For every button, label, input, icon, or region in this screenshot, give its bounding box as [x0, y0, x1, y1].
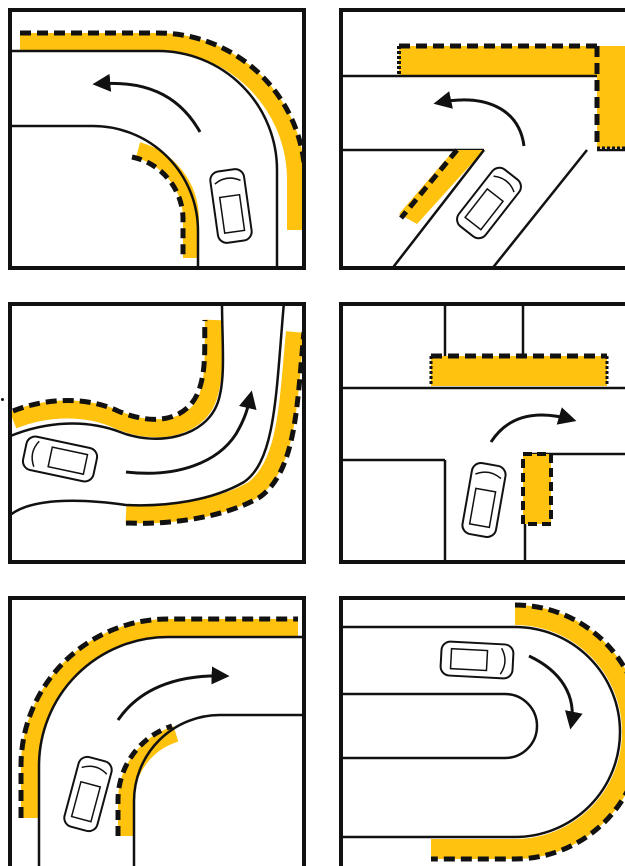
direction-arrow	[433, 91, 526, 147]
car-icon	[461, 462, 507, 538]
road-edge-outer	[8, 49, 279, 270]
panel-right-turn	[339, 302, 625, 564]
curb-side	[523, 454, 551, 524]
curb-corner	[597, 46, 625, 148]
curb-outer-dashes	[18, 616, 298, 818]
panel-right-curve	[8, 596, 306, 866]
road-edge-lower	[8, 302, 286, 518]
curb-outer	[21, 619, 298, 818]
direction-arrow	[116, 666, 230, 721]
car-icon	[209, 168, 253, 244]
road-edge-outer	[37, 635, 306, 866]
car-icon	[439, 640, 515, 680]
curb-inner	[118, 726, 179, 836]
stray-dot	[1, 398, 4, 401]
curb-top	[399, 46, 599, 76]
curb-upper	[9, 319, 223, 438]
panel-left-turn	[339, 8, 625, 270]
curb-upper-dashes	[12, 319, 208, 422]
curb-left-diagonal	[399, 150, 484, 224]
road-edge-inner	[8, 124, 200, 270]
road-edge-diag-left	[390, 149, 485, 270]
curb-outer	[20, 33, 305, 230]
panel-s-curve	[8, 302, 306, 564]
curb-outer-dashes	[20, 30, 306, 230]
direction-arrow	[92, 73, 202, 133]
curb-outer-dashes	[431, 602, 625, 862]
road-edge-diag-right	[490, 149, 588, 270]
road-edge-upper	[8, 302, 225, 440]
car-icon	[63, 755, 113, 833]
car-icon	[456, 166, 522, 240]
curb-inner	[135, 142, 199, 258]
direction-arrow	[125, 390, 257, 475]
direction-arrow	[489, 407, 577, 443]
curb-inner-dashes	[131, 154, 186, 258]
car-icon	[21, 435, 99, 483]
road-edge-inner	[339, 692, 539, 760]
curb-top	[431, 356, 607, 386]
curb-inner-dashes	[115, 723, 173, 836]
road-edge-inner	[132, 713, 306, 866]
curb-lower	[125, 331, 304, 524]
road-edge-outer	[339, 625, 622, 839]
panel-left-curve	[8, 8, 306, 270]
curb-outer	[431, 605, 625, 859]
curb-lower-dashes	[125, 331, 306, 526]
panel-u-turn	[339, 596, 625, 866]
direction-arrow	[528, 654, 583, 730]
